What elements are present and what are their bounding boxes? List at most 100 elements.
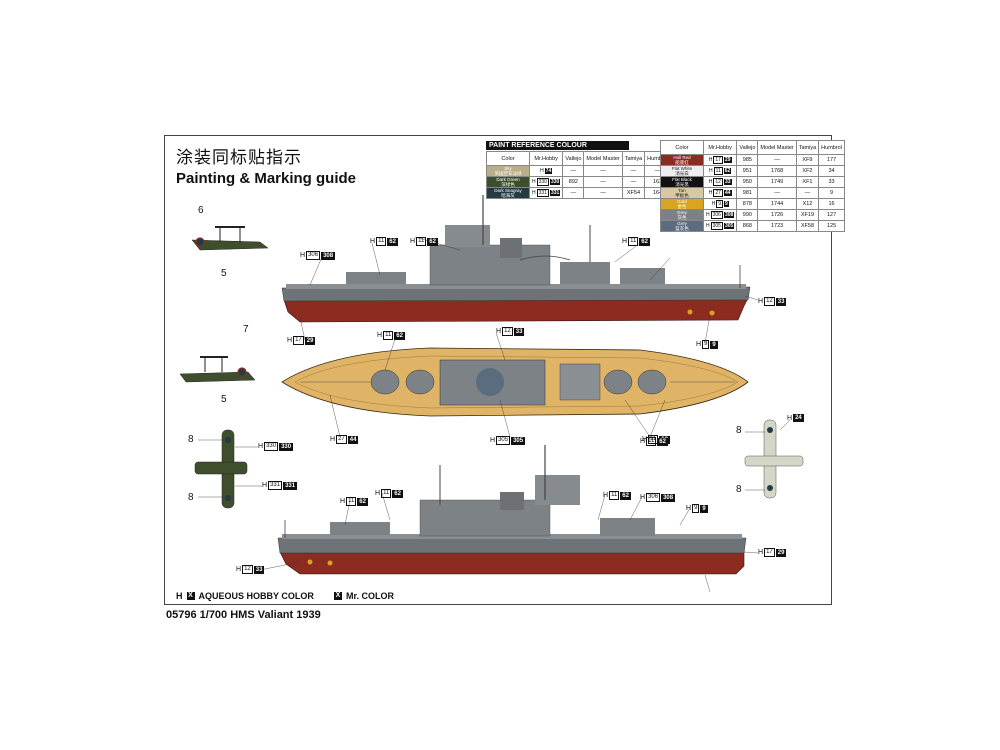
code-h-letter: H: [490, 437, 496, 444]
code-number-filled: 9: [710, 340, 718, 349]
title-english: Painting & Marking guide: [176, 170, 357, 187]
code-number-outline: 306: [710, 211, 723, 219]
code-number-outline: 11: [609, 491, 620, 500]
decal-number: 8: [736, 484, 742, 495]
code-number-outline: 330: [536, 178, 549, 186]
code-number-filled: 308: [723, 212, 735, 218]
code-number-filled: 62: [639, 237, 650, 246]
code-number-filled: 62: [620, 491, 631, 500]
code-number-filled: 29: [723, 157, 732, 163]
code-number-outline: 9: [702, 340, 710, 349]
legend-x-box: X: [186, 592, 195, 600]
code-number-filled: 308: [321, 251, 336, 260]
code-h-letter: H: [287, 337, 293, 344]
decal-number: 8: [736, 425, 742, 436]
decal-number: 5: [221, 268, 227, 279]
code-number-filled: 9: [700, 504, 708, 513]
aircraft-top-grey: [744, 419, 804, 499]
code-number-outline: 11: [416, 237, 427, 246]
legend-mr-box: X: [334, 592, 342, 600]
code-h-letter: H: [758, 549, 764, 556]
table-header-cell: Tamiya: [795, 140, 820, 155]
code-number-filled: 330: [549, 179, 561, 185]
code-number-outline: 11: [713, 167, 723, 175]
code-number-outline: 11: [646, 437, 657, 446]
code-number-outline: 11: [383, 331, 394, 340]
decal-number: 8: [188, 492, 194, 503]
model-master-cell: 1723: [757, 220, 797, 232]
code-number-outline: 9: [692, 504, 700, 513]
code-number-outline: 330: [264, 442, 279, 451]
ship-side-profile-top: [281, 195, 751, 323]
code-number-filled: 24: [793, 414, 804, 422]
code-number-filled: 33: [775, 297, 787, 306]
code-number-filled: 62: [723, 168, 732, 174]
code-h-letter: H: [603, 492, 609, 499]
code-h-letter: H: [706, 223, 710, 229]
code-h-letter: H: [642, 436, 648, 443]
code-h-letter: H: [622, 238, 628, 245]
code-number-outline: 17: [293, 336, 304, 345]
code-number-outline: 27: [713, 189, 723, 197]
legend-mr-color: X Mr. COLOR: [334, 591, 394, 601]
code-h-letter: H: [532, 179, 536, 185]
code-number-outline: 11: [381, 489, 392, 498]
code-h-letter: H: [370, 238, 376, 245]
code-number-outline: 12: [242, 565, 253, 574]
code-number-filled: 62: [394, 331, 405, 340]
code-number-outline: 11: [628, 237, 639, 246]
product-footer: 05796 1/700 HMS Valiant 1939: [166, 609, 321, 621]
aircraft-side-2: [179, 356, 256, 383]
code-h-letter: H: [262, 482, 268, 489]
code-number-filled: 44: [347, 435, 359, 444]
code-h-letter: H: [377, 332, 383, 339]
code-h-letter: H: [330, 436, 336, 443]
code-number-outline: 9: [716, 200, 723, 208]
code-number-outline: 11: [346, 497, 357, 506]
code-number-filled: 305: [511, 436, 526, 445]
code-h-letter: H: [258, 443, 264, 450]
code-number-outline: 331: [536, 189, 549, 197]
code-number-outline: 306: [306, 251, 321, 260]
legend-h-letter: H: [176, 591, 183, 601]
aircraft-side-1: [191, 226, 269, 251]
code-number-outline: 12: [764, 297, 775, 306]
code-h-letter: H: [708, 157, 713, 163]
code-number-filled: 62: [387, 237, 398, 246]
code-number-filled: 9: [723, 201, 729, 207]
code-h-letter: H: [708, 179, 713, 185]
vallejo-cell: 868: [736, 220, 759, 232]
code-h-letter: H: [787, 414, 793, 422]
code-number-filled: 330: [279, 442, 294, 451]
humbrol-cell: 125: [818, 220, 845, 232]
code-h-letter: H: [696, 341, 702, 348]
legend-mr-label: Mr. COLOR: [346, 591, 395, 601]
code-h-letter: H: [496, 328, 502, 335]
